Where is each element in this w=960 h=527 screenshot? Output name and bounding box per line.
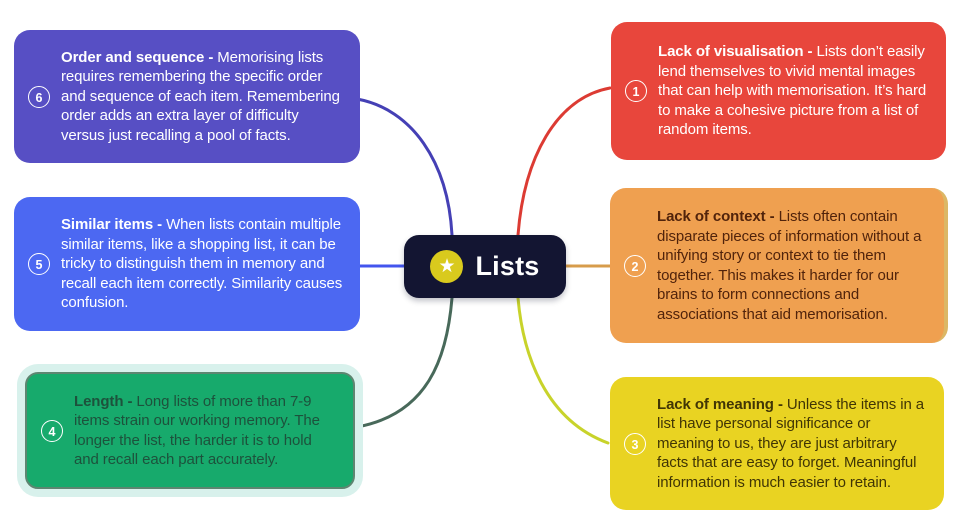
connector-branch-1 <box>516 86 612 237</box>
connector-branch-3 <box>516 296 610 445</box>
branch-number-badge: 2 <box>624 254 646 277</box>
branch-card-lack-of-context[interactable]: 2 Lack of context - Lists often contain … <box>610 188 948 343</box>
branch-card-similar-items[interactable]: 5 Similar items - When lists contain mul… <box>14 197 360 331</box>
branch-title: Length <box>74 392 124 410</box>
branch-text: Similar items - When lists contain multi… <box>61 215 346 313</box>
branch-body: Lists don’t easily lend themselves to vi… <box>658 43 927 139</box>
branch-number-badge: 4 <box>41 419 63 442</box>
branch-body: Long lists of more than 7-9 items strain… <box>74 392 320 469</box>
branch-text: Lack of visualisation - Lists don’t easi… <box>658 42 932 140</box>
title-separator: - <box>803 43 817 61</box>
branch-number-badge: 6 <box>28 85 50 108</box>
branch-card-order-and-sequence[interactable]: 6 Order and sequence - Memorising lists … <box>14 30 360 163</box>
branch-title: Order and sequence <box>61 48 205 66</box>
branch-text: Lack of meaning - Unless the items in a … <box>657 395 930 493</box>
branch-text: Lack of context - Lists often contain di… <box>657 207 930 324</box>
title-separator: - <box>153 216 167 234</box>
branch-card-length[interactable]: 4 Length - Long lists of more than 7-9 i… <box>25 372 355 489</box>
branch-text: Length - Long lists of more than 7-9 ite… <box>74 392 339 470</box>
title-separator: - <box>123 392 137 410</box>
center-node-label: Lists <box>475 251 540 281</box>
title-separator: - <box>773 395 787 413</box>
branch-body: Memorising lists requires remembering th… <box>61 48 340 144</box>
branch-number-badge: 3 <box>624 432 646 455</box>
branch-text: Order and sequence - Memorising lists re… <box>61 48 346 146</box>
branch-card-lack-of-visualisation[interactable]: 1 Lack of visualisation - Lists don’t ea… <box>611 22 946 160</box>
branch-body: When lists contain multiple similar item… <box>61 216 343 312</box>
connector-branch-6 <box>355 97 454 237</box>
branch-number-badge: 1 <box>625 80 647 102</box>
connector-branch-4 <box>355 296 454 429</box>
title-separator: - <box>765 208 779 225</box>
branch-number-badge: 5 <box>28 253 50 275</box>
branch-title: Similar items <box>61 216 154 234</box>
center-node[interactable]: ★ Lists <box>404 235 566 298</box>
star-icon: ★ <box>430 250 464 283</box>
branch-title: Lack of visualisation <box>658 43 804 61</box>
branch-body: Unless the items in a list have personal… <box>657 395 925 491</box>
branch-title: Lack of context <box>657 208 766 225</box>
branch-title: Lack of meaning <box>657 395 774 413</box>
title-separator: - <box>204 48 218 66</box>
branch-card-lack-of-meaning[interactable]: 3 Lack of meaning - Unless the items in … <box>610 377 944 510</box>
branch-body: Lists often contain disparate pieces of … <box>657 208 922 323</box>
